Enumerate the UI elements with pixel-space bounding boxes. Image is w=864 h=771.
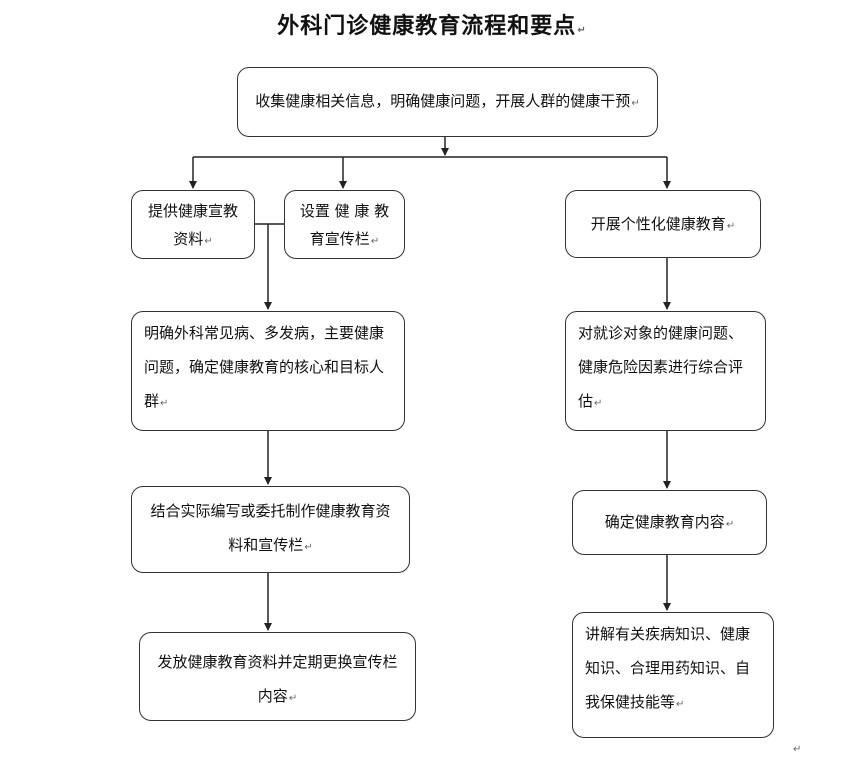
personal-box: 开展个性化健康教育↵: [565, 190, 761, 258]
paragraph-mark: ↵: [577, 25, 587, 36]
clarify-box: 明确外科常见病、多发病，主要健康问题，确定健康教育的核心和目标人群↵: [131, 311, 405, 431]
distribute-box: 发放健康教育资料并定期更换宣传栏内容↵: [139, 632, 416, 721]
collect-info-box: 收集健康相关信息，明确健康问题，开展人群的健康干预↵: [237, 67, 658, 137]
determine-box: 确定健康教育内容↵: [572, 490, 767, 555]
compile-box: 结合实际编写或委托制作健康教育资料和宣传栏↵: [131, 486, 410, 573]
page-title: 外科门诊健康教育流程和要点↵: [277, 14, 587, 39]
end-paragraph-mark: ↵: [793, 744, 802, 755]
lecture-box: 讲解有关疾病知识、健康知识、合理用药知识、自我保健技能等↵: [572, 612, 774, 738]
assess-box: 对就诊对象的健康问题、健康危险因素进行综合评估↵: [565, 311, 766, 431]
materials-box: 提供健康宣教资料↵: [131, 190, 255, 259]
board-box: 设置 健 康 教 育宣传栏↵: [284, 190, 405, 259]
